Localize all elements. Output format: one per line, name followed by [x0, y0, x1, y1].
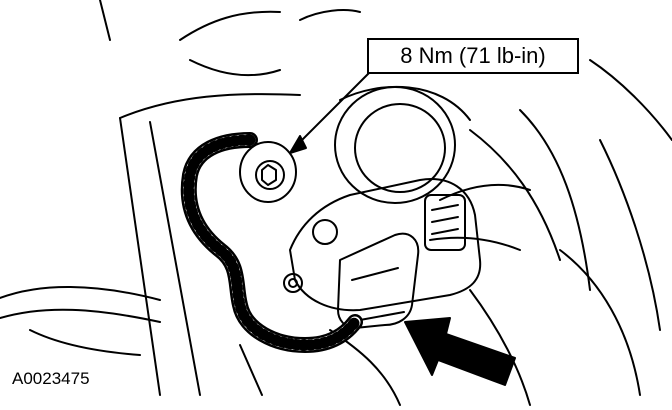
pointer-arrow-icon	[405, 318, 515, 385]
fastener-bolt-icon	[240, 142, 296, 202]
sensor-body	[290, 179, 480, 310]
round-housing	[335, 87, 470, 203]
connector-icon	[338, 234, 418, 328]
torque-callout: 8 Nm (71 lb-in)	[367, 38, 579, 74]
mounting-nut	[284, 274, 302, 292]
wiring-harness-icon	[189, 140, 355, 345]
figure-id: A0023475	[12, 369, 90, 388]
callout-leader	[290, 72, 370, 153]
